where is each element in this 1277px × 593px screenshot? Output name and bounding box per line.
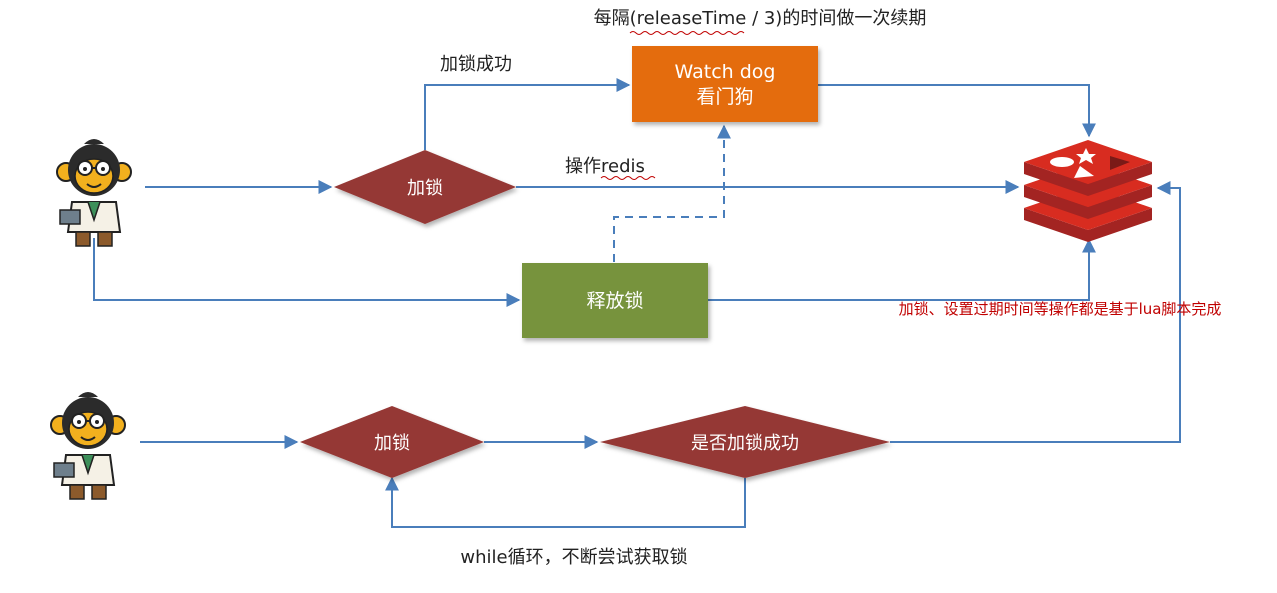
check-success-diamond: 是否加锁成功: [600, 406, 890, 478]
arrow-user-to-release: [93, 238, 521, 307]
release-label: 释放锁: [586, 290, 643, 312]
arrow-release-to-redis: [708, 238, 1096, 301]
top-note-squiggle: [629, 31, 745, 35]
lock-success-label: 加锁成功: [440, 54, 512, 75]
arrow-watchdog-to-redis: [818, 84, 1096, 138]
lock-bottom-label: 加锁: [374, 433, 410, 454]
connectors: [93, 78, 1181, 528]
operate-redis-label: 操作redis: [565, 156, 645, 177]
arrow-check-to-redis: [890, 181, 1181, 443]
watchdog-line1: Watch dog: [675, 61, 776, 83]
redis-logo-icon: [1024, 140, 1152, 242]
lock-diamond-top: 加锁: [334, 150, 516, 224]
lock-top-label: 加锁: [407, 178, 443, 199]
monkey-programmer-icon: [56, 138, 132, 247]
top-note: 每隔(releaseTime / 3)的时间做一次续期: [594, 8, 927, 29]
watchdog-line2: 看门狗: [696, 86, 753, 108]
arrow-check-loop-to-lock: [385, 476, 746, 528]
lua-note: 加锁、设置过期时间等操作都是基于lua脚本完成: [899, 300, 1222, 318]
release-lock-node: 释放锁: [522, 263, 708, 338]
check-success-label: 是否加锁成功: [691, 433, 799, 454]
lock-diamond-bottom: 加锁: [300, 406, 484, 478]
arrow-lock-to-watchdog: [424, 78, 631, 150]
monkey-programmer-icon: [50, 391, 126, 500]
arrow-release-to-watchdog-dashed: [613, 124, 731, 262]
watchdog-node: Watch dog 看门狗: [632, 46, 818, 122]
operate-redis-squiggle: [600, 176, 656, 180]
while-loop-label: while循环，不断尝试获取锁: [460, 547, 687, 568]
